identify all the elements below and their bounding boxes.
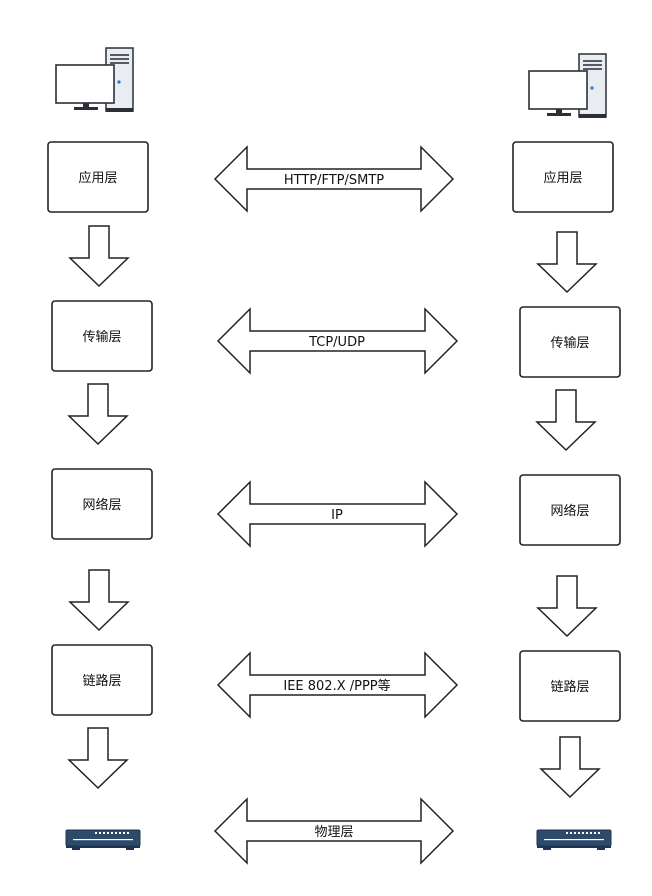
- left-layer-link-label: 链路层: [82, 673, 121, 689]
- right-layer-link: 链路层: [519, 650, 621, 722]
- right-down-arrow-4: [539, 736, 601, 799]
- left-computer-icon: [55, 47, 134, 112]
- right-layer-application-label: 应用层: [543, 170, 582, 186]
- protocol-label-transport: TCP/UDP: [308, 335, 365, 350]
- right-down-arrow-1: [536, 231, 598, 294]
- right-down-arrow-3: [536, 575, 598, 638]
- left-down-arrow-4: [67, 727, 129, 790]
- right-layer-network: 网络层: [519, 474, 621, 546]
- protocol-label-physical: 物理层: [314, 825, 353, 840]
- left-layer-transport: 传输层: [51, 300, 153, 372]
- left-layer-transport-label: 传输层: [82, 329, 121, 345]
- left-layer-link: 链路层: [51, 644, 153, 716]
- left-layer-application: 应用层: [47, 141, 149, 213]
- right-layer-transport-label: 传输层: [550, 335, 589, 351]
- protocol-arrow-link: IEE 802.X /PPP等: [216, 651, 459, 719]
- right-layer-application: 应用层: [512, 141, 614, 213]
- left-layer-network: 网络层: [51, 468, 153, 540]
- protocol-arrow-transport: TCP/UDP: [216, 307, 459, 375]
- right-down-arrow-2: [535, 389, 597, 452]
- right-layer-transport: 传输层: [519, 306, 621, 378]
- protocol-arrow-application: HTTP/FTP/SMTP: [213, 145, 455, 213]
- right-layer-link-label: 链路层: [550, 679, 589, 695]
- left-down-arrow-3: [68, 569, 130, 632]
- protocol-label-network: IP: [331, 508, 343, 523]
- protocol-arrow-network: IP: [216, 480, 459, 548]
- protocol-label-application: HTTP/FTP/SMTP: [284, 173, 384, 188]
- protocol-arrow-physical: 物理层: [213, 797, 455, 865]
- left-layer-network-label: 网络层: [82, 497, 121, 513]
- protocol-label-link: IEE 802.X /PPP等: [283, 678, 390, 694]
- left-layer-application-label: 应用层: [78, 170, 117, 186]
- right-layer-network-label: 网络层: [550, 503, 589, 519]
- right-switch-icon: [536, 829, 612, 850]
- left-switch-icon: [65, 829, 141, 850]
- left-down-arrow-1: [68, 225, 130, 288]
- left-down-arrow-2: [67, 383, 129, 446]
- right-computer-icon: [528, 53, 607, 118]
